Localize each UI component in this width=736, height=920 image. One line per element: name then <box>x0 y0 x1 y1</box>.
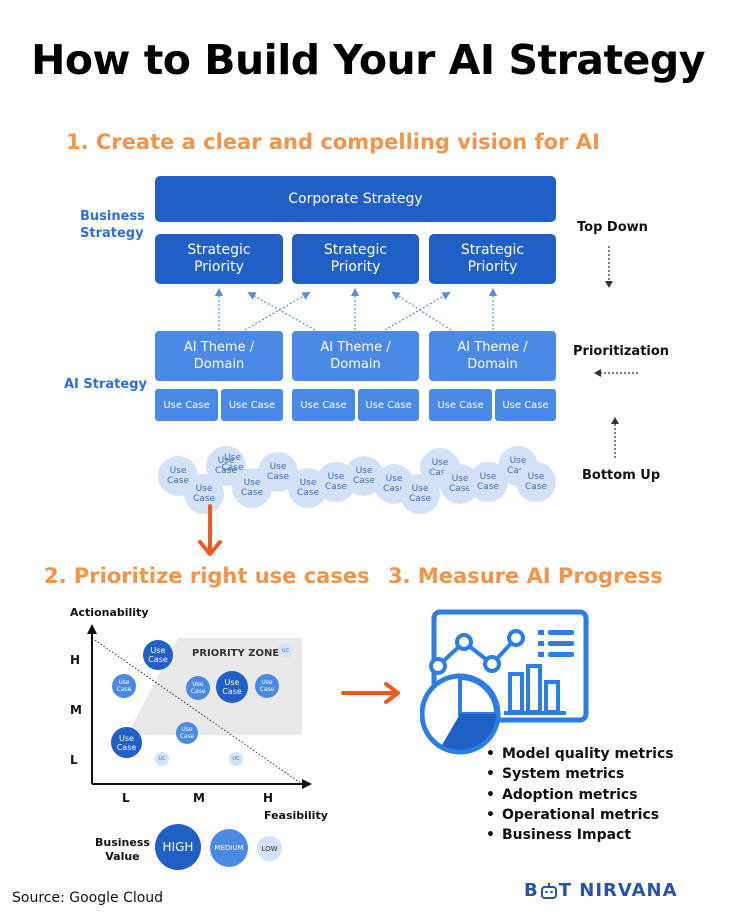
strategic-priority-box: Strategic Priority <box>429 234 556 284</box>
use-case-box: Use Case <box>292 389 355 421</box>
section-2-heading: 2. Prioritize right use cases <box>44 564 370 588</box>
x-tick: M <box>193 791 205 805</box>
ai-theme-box: AI Theme / Domain <box>292 331 419 381</box>
x-tick: L <box>122 791 130 805</box>
use-case-dot-medium: Use Case <box>255 674 279 698</box>
strategic-priority-box: Strategic Priority <box>155 234 283 284</box>
use-case-dot-medium: Use Case <box>112 674 136 698</box>
legend-low: LOW <box>257 836 282 861</box>
use-case-dot-low: UC <box>155 752 169 766</box>
legend-medium: MEDIUM <box>210 829 248 867</box>
top-down-arrow-icon <box>605 246 613 288</box>
use-case-box: Use Case <box>155 389 218 421</box>
brand-right: T NIRVANA <box>558 880 678 901</box>
use-case-box: Use Case <box>221 389 283 421</box>
orange-down-arrow-icon <box>198 504 222 556</box>
page-title: How to Build Your AI Strategy <box>31 36 705 84</box>
use-case-dot-high: Use Case <box>111 727 142 758</box>
ai-theme-box: AI Theme / Domain <box>155 331 283 381</box>
business-strategy-label: Business Strategy <box>80 209 145 241</box>
use-case-bubble: Use Case <box>221 453 243 473</box>
y-tick: M <box>70 703 82 717</box>
metric-item: System metrics <box>486 766 624 782</box>
use-case-box: Use Case <box>358 389 419 421</box>
use-case-dot-low: UC <box>278 643 293 658</box>
brand-left: B <box>524 880 539 901</box>
use-case-dot-high: Use Case <box>143 640 173 670</box>
use-case-bubble: Use Case <box>184 474 224 514</box>
source-caption: Source: Google Cloud <box>12 890 164 906</box>
use-case-box: Use Case <box>495 389 556 421</box>
x-tick: H <box>263 791 274 805</box>
prioritization-arrow-icon <box>594 369 640 377</box>
x-axis-label: Feasibility <box>264 809 328 822</box>
brand-logo: B T NIRVANA <box>524 880 678 901</box>
metric-item: Model quality metrics <box>486 746 674 762</box>
use-case-bubble: Use Case <box>468 462 508 502</box>
bottom-up-arrow-icon <box>611 417 619 460</box>
section-1-heading: 1. Create a clear and compelling vision … <box>66 130 600 154</box>
use-case-dot-high: Use Case <box>216 671 248 703</box>
ai-strategy-label: AI Strategy <box>64 377 147 392</box>
top-down-label: Top Down <box>577 220 648 235</box>
ai-theme-box: AI Theme / Domain <box>429 331 556 381</box>
robot-icon <box>540 882 557 899</box>
metric-item: Business Impact <box>486 827 631 843</box>
bottom-up-label: Bottom Up <box>582 468 661 483</box>
business-value-label: Business Value <box>95 836 150 863</box>
y-axis-label: Actionability <box>70 606 149 619</box>
metric-item: Operational metrics <box>486 807 659 823</box>
use-case-dot-medium: Use Case <box>176 722 198 744</box>
y-tick: H <box>70 653 81 667</box>
strategic-priority-box: Strategic Priority <box>292 234 419 284</box>
legend-high: HIGH <box>155 824 201 870</box>
prioritization-label: Prioritization <box>573 344 670 359</box>
y-tick: L <box>70 753 78 767</box>
use-case-bubble: Use Case <box>516 462 556 502</box>
use-case-dot-medium: Use Case <box>186 676 210 700</box>
corporate-strategy-box: Corporate Strategy <box>155 176 556 222</box>
metric-item: Adoption metrics <box>486 787 638 803</box>
use-case-box: Use Case <box>429 389 492 421</box>
orange-right-arrow-icon <box>341 682 400 704</box>
use-case-dot-low: UC <box>229 752 243 766</box>
priority-theme-connectors <box>214 287 498 331</box>
priority-zone-label: PRIORITY ZONE <box>192 648 280 659</box>
analytics-dashboard-icon <box>420 609 589 755</box>
section-3-heading: 3. Measure AI Progress <box>388 564 663 588</box>
